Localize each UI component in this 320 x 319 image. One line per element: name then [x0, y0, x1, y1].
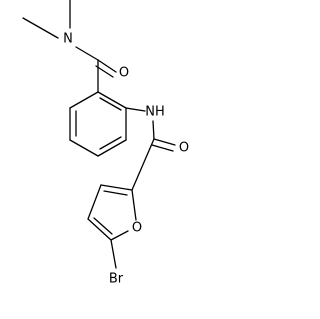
- benzene-ring: [69, 91, 127, 157]
- ring-bond-1: [97, 91, 127, 109]
- ring-inner-double-2: [99, 136, 122, 150]
- furan-bond-o-c2: [131, 189, 137, 221]
- anilide-nh-label: NH: [145, 105, 165, 120]
- bond-ring-nh: [125, 107, 146, 112]
- dimethylamide-group: [22, 0, 117, 93]
- furan-inner-double-2: [93, 217, 113, 235]
- bond-furan-bromine: [110, 239, 117, 269]
- amide-nitrogen-label: N: [63, 32, 73, 47]
- bond-carbonyl-o-1: [153, 138, 176, 146]
- bond-carbonyl-furan: [131, 138, 155, 191]
- furan-bond-c5-o: [110, 230, 129, 241]
- furan-inner-double-1: [103, 190, 128, 196]
- bond-carbonyl-o-2: [151, 144, 174, 152]
- furan-carbonyl-oxygen-label: O: [179, 141, 189, 156]
- anilide-linkage: [125, 107, 176, 191]
- furan-bond-c4-c5: [87, 218, 112, 241]
- ring-bond-4: [69, 139, 99, 157]
- bond-nh-carbonyl: [152, 120, 155, 140]
- amide-oxygen-label: O: [119, 66, 129, 81]
- ring-bond-6: [69, 91, 99, 109]
- furan-oxygen-label: O: [132, 221, 142, 236]
- bond-amide-c-o-1: [97, 59, 117, 73]
- ring-bond-3: [97, 139, 127, 157]
- molecule-structure-diagram: N O NH O O Br: [22, 0, 189, 287]
- furan-bond-c3-c4: [87, 184, 102, 220]
- ring-inner-double-1: [99, 97, 122, 111]
- bond-amide-c-o-2: [95, 65, 114, 78]
- bromine-label: Br: [109, 272, 124, 287]
- bond-n-methyl-left: [22, 17, 59, 39]
- furan-ring: [87, 184, 137, 269]
- bond-n-carbonyl-carbon: [75, 46, 99, 61]
- furan-bond-c2-c3: [100, 184, 133, 191]
